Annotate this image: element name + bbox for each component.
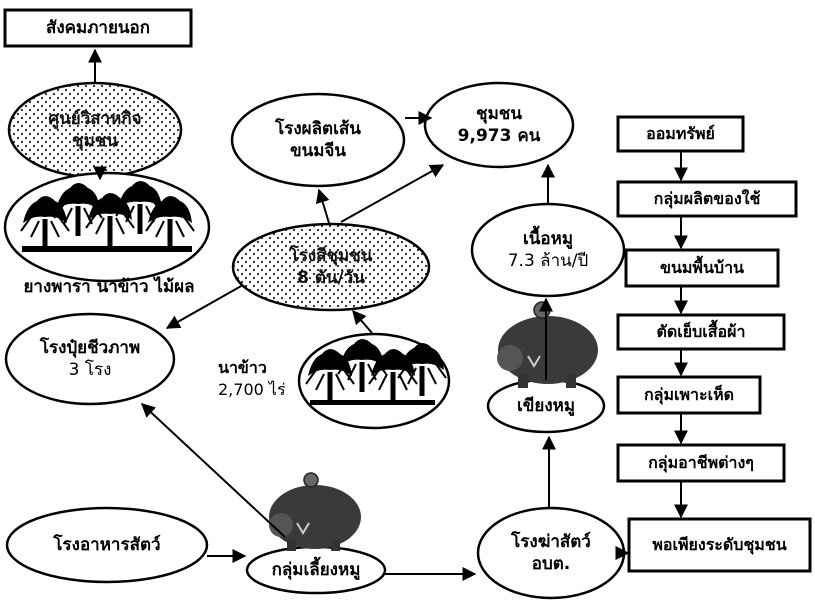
- chain-label-3: ตัดเย็บเสื้อผ้า: [656, 322, 746, 341]
- plantation-trees: [20, 180, 195, 252]
- chain-label-1: กลุ่มผลิตของใช้: [653, 189, 761, 208]
- chain-label-6: พอเพียงระดับชุมชน: [652, 535, 787, 554]
- fertilizer-plant-line1: โรงปุ๋ยชีวภาพ: [39, 338, 141, 358]
- rice-field-label: นาข้าว 2,700 ไร่: [218, 357, 308, 401]
- pork-line1: เนื้อหมู: [522, 229, 574, 249]
- fertilizer-plant-ellipse: [4, 312, 176, 406]
- fertilizer-plant-label: โรงปุ๋ยชีวภาพ 3 โรง: [10, 337, 170, 381]
- community-mill-line1: โรงสีชุมชน: [289, 246, 373, 266]
- slaughterhouse-line2: อบต.: [531, 554, 571, 574]
- chain-box-4: [616, 375, 762, 415]
- feed-mill-label: โรงอาหารสัตว์: [53, 535, 161, 555]
- noodle-factory-line2: ขนมจีน: [289, 141, 347, 161]
- chain-box-5: [616, 443, 786, 483]
- rice-field-trees: [305, 338, 447, 405]
- plantation-caption: ยางพารา นาข้าว ไม้ผล: [23, 277, 195, 297]
- slaughterhouse-line1: โรงฆ่าสัตว์: [511, 532, 591, 552]
- chain-box-1: [616, 180, 798, 218]
- chain-box-2: [624, 248, 780, 288]
- piggy-bank-icon: [269, 472, 361, 551]
- chain-box-6: [627, 517, 812, 573]
- community-line2: 9,973 คน: [457, 126, 541, 146]
- arrows: [88, 48, 688, 581]
- chain-label-4: กลุ่มเพาะเห็ด: [643, 385, 735, 404]
- community-mill-label: โรงสีชุมชน 8 ตัน/วัน: [251, 245, 411, 289]
- slaughterhouse-label: โรงฆ่าสัตว์ อบต.: [481, 531, 621, 575]
- pork-line2: 7.3 ล้าน/ปี: [507, 251, 589, 271]
- noodle-factory-ellipse: [230, 92, 406, 188]
- chain-label-2: ขนมพื้นบ้าน: [660, 258, 744, 277]
- feed-mill-ellipse: [5, 506, 209, 584]
- chain-boxes: [616, 115, 812, 573]
- chain-label-5: กลุ่มอาชีพต่างๆ: [648, 453, 754, 472]
- community-mill-line2: 8 ตัน/วัน: [297, 268, 365, 288]
- external-society-label: สังคมภายนอก: [45, 18, 151, 38]
- noodle-factory-label: โรงผลิตเส้น ขนมจีน: [238, 118, 398, 162]
- chain-label-0: ออมทรัพย์: [646, 124, 715, 143]
- community-label: ชุมชน 9,973 คน: [429, 103, 569, 147]
- fertilizer-plant-line2: 3 โรง: [68, 360, 112, 380]
- rice-field-line2: 2,700 ไร่: [218, 380, 286, 399]
- pig-group-label: กลุ่มเลี้ยงหมู: [271, 560, 361, 580]
- rice-field-line1: นาข้าว: [218, 358, 267, 377]
- community-line1: ชุมชน: [476, 104, 522, 124]
- external-society-box: [3, 8, 193, 48]
- chain-box-3: [616, 313, 786, 351]
- learning-center-line1: ศูนย์วิสาหกิจ: [48, 109, 142, 129]
- community-ellipse: [423, 81, 575, 169]
- pork-label: เนื้อหมู 7.3 ล้าน/ปี: [478, 228, 618, 272]
- community-mill-ellipse: [231, 222, 431, 312]
- learning-center-label: ศูนย์วิสาหกิจ ชุมชน: [15, 108, 175, 152]
- piggy-bank-icon: [497, 301, 598, 388]
- pig-pen-label: เขียงหมู: [516, 396, 576, 416]
- learning-center-line2: ชุมชน: [72, 131, 118, 151]
- noodle-factory-line1: โรงผลิตเส้น: [275, 119, 361, 139]
- chain-box-0: [616, 115, 745, 153]
